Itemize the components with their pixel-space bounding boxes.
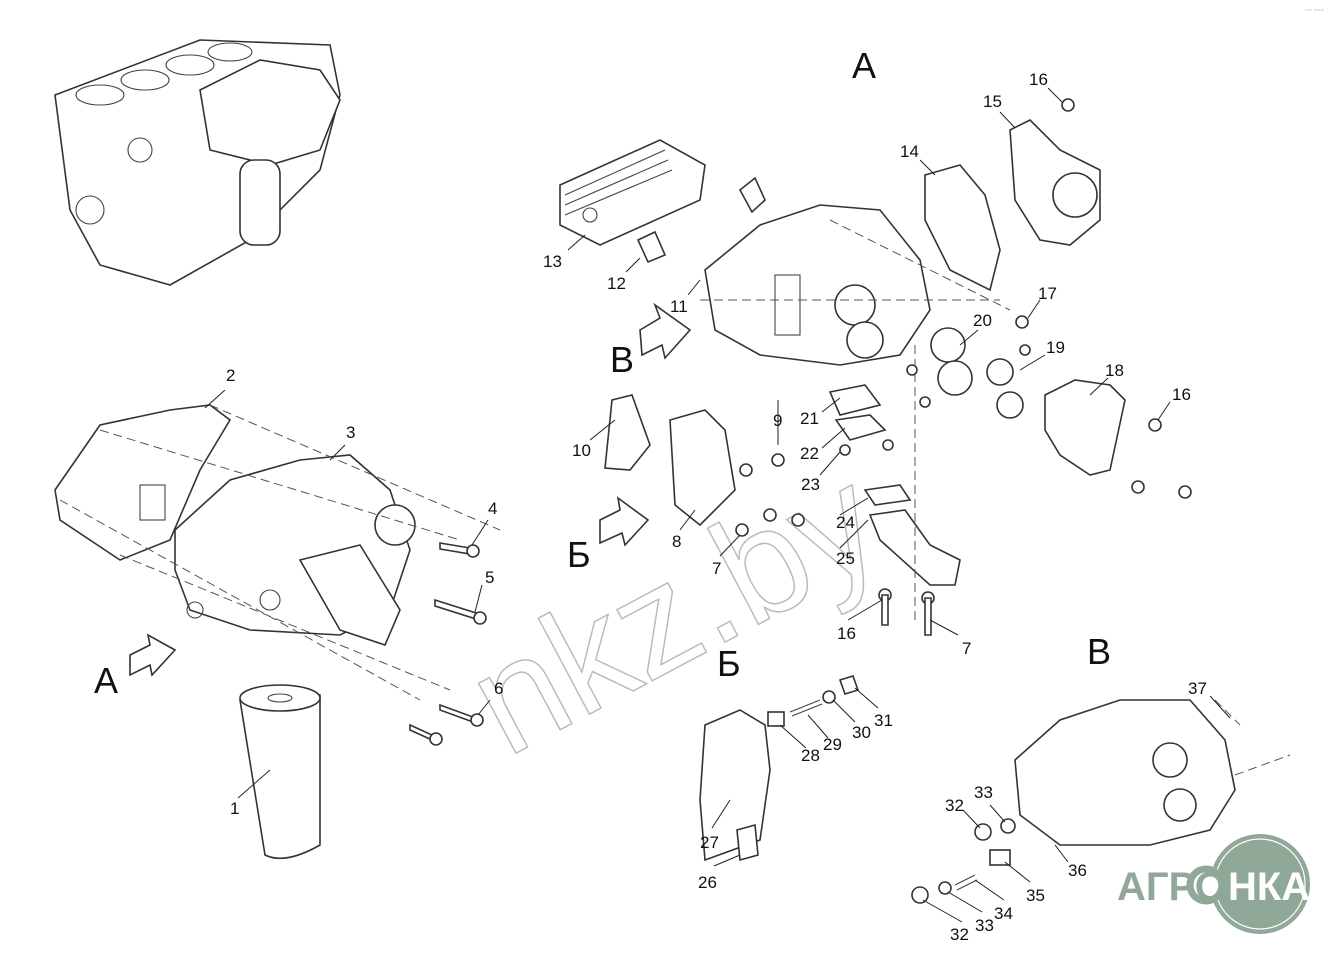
gasket-10: [604, 394, 651, 471]
washer-33a: [1000, 818, 1016, 834]
callout: 25: [836, 549, 855, 568]
bolts-left: [409, 542, 487, 746]
engine-block-overview: [54, 39, 341, 286]
callout: 27: [700, 833, 719, 852]
callout: 16: [1172, 385, 1191, 404]
spring-34: [954, 874, 978, 891]
callout: 30: [852, 723, 871, 742]
callout: 3: [346, 423, 355, 442]
oil-filter-1: [239, 684, 321, 860]
logo-text-left: АГРО: [1117, 865, 1226, 909]
callout: 22: [800, 444, 819, 463]
o-ring-20b: [937, 360, 973, 396]
callout: 12: [607, 274, 626, 293]
callout: 2: [226, 366, 235, 385]
callout: 7: [712, 559, 721, 578]
view-arrow-label-b: Б: [567, 534, 591, 575]
callout: 5: [485, 568, 494, 587]
callout: 11: [670, 297, 688, 316]
washer-33b: [938, 881, 952, 895]
plug-26: [736, 823, 759, 862]
callout: 6: [494, 679, 503, 698]
oil-filter-housing-8: [669, 409, 736, 527]
callout: 20: [973, 311, 992, 330]
gasket-21: [828, 384, 882, 416]
view-label-b: Б: [717, 643, 741, 684]
callout: 14: [900, 142, 919, 161]
callout: 35: [1026, 886, 1045, 905]
callout: 8: [672, 532, 681, 551]
callout: 1: [230, 799, 239, 818]
callout: 28: [801, 746, 820, 765]
callout: 36: [1068, 861, 1087, 880]
logo-text-right: НКА: [1228, 865, 1310, 909]
callout: 32: [950, 925, 969, 944]
housing-36: [1014, 699, 1236, 846]
thermostat-housing-18: [1044, 379, 1126, 476]
bolts-upper: [735, 98, 1192, 636]
callout: 32: [945, 796, 964, 815]
view-arrow-label-v: В: [610, 339, 634, 380]
washer-30: [822, 690, 836, 704]
valve-35: [989, 849, 1011, 866]
callout: 4: [488, 499, 497, 518]
o-ring-20: [930, 327, 966, 363]
callout: 34: [994, 904, 1013, 923]
valve-28: [767, 711, 785, 727]
thermostats-19: [986, 358, 1024, 419]
callout: 18: [1105, 361, 1124, 380]
plug-32a: [974, 823, 992, 841]
callout: 21: [800, 409, 819, 428]
callout: 7: [962, 639, 971, 658]
callout: 23: [801, 475, 820, 494]
plug-31: [838, 675, 860, 695]
callout: 31: [874, 711, 893, 730]
view-arrow-a: [129, 633, 177, 677]
gasket-small: [738, 176, 766, 214]
callout: 13: [543, 252, 562, 271]
gasket-14: [924, 164, 1001, 292]
callout: 15: [983, 92, 1002, 111]
callout: 33: [975, 916, 994, 935]
spring-29: [789, 699, 823, 717]
agronka-logo: АГРО НКА: [1117, 834, 1310, 934]
view-arrow-label-a: A: [94, 660, 118, 701]
callout: 33: [974, 783, 993, 802]
callout: 24: [836, 513, 855, 532]
view-label-a: A: [852, 45, 876, 86]
oil-cooler-13: [559, 139, 706, 246]
callout: 17: [1038, 284, 1057, 303]
callout: 37: [1188, 679, 1207, 698]
oil-cooler-housing-3: [174, 454, 416, 646]
housing-27: [699, 709, 771, 862]
gasket-22: [834, 414, 887, 441]
callout: 10: [572, 441, 591, 460]
callout: 19: [1046, 338, 1065, 357]
water-pump-15: [1009, 119, 1101, 246]
view-label-v: В: [1087, 631, 1111, 672]
callout: 26: [698, 873, 717, 892]
view-arrow-b-cyr: [599, 496, 650, 547]
gasket-12: [636, 230, 667, 264]
plug-32b: [911, 886, 929, 904]
callout: 9: [773, 411, 782, 430]
corner-mark: ~~ ~~~: [1305, 8, 1325, 14]
callout: 29: [823, 735, 842, 754]
housing-11: [704, 204, 931, 366]
view-arrow-v: [639, 302, 692, 360]
gasket-24: [863, 484, 912, 506]
callout: 16: [837, 624, 856, 643]
callout-labels: 16 15 14 13 12 11 17 20 19 18 16 9 21 22…: [226, 70, 1207, 944]
callout: 16: [1029, 70, 1048, 89]
